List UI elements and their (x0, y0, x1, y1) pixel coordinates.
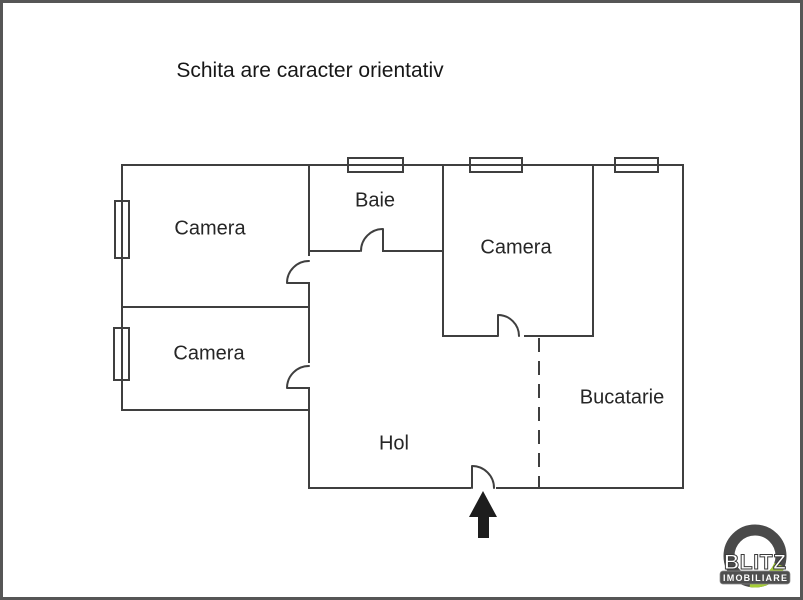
logo-tagline-band (719, 570, 791, 585)
room-label-bucatarie: Bucatarie (579, 386, 665, 409)
window-camera-right (469, 157, 523, 173)
windows-group (113, 157, 659, 381)
logo-brand-text: BLITZ (724, 551, 786, 574)
plan-disclaimer-text: Schita are caracter orientativ (176, 59, 444, 82)
room-label-camera-bottom-left: Camera (173, 342, 245, 365)
room-label-hol: Hol (378, 432, 410, 455)
blitz-logo-graphic: BLITZ IMOBILIARE (719, 524, 791, 588)
door-camera-right (497, 314, 520, 337)
door-entrance (471, 465, 495, 489)
window-left-top (114, 200, 130, 259)
doors-group (286, 228, 520, 489)
window-baie (347, 157, 404, 173)
room-label-camera-top-left: Camera (174, 217, 246, 240)
blitz-logo: BLITZ IMOBILIARE (710, 517, 800, 597)
entrance-arrow-icon (469, 491, 497, 538)
room-label-camera-right: Camera (480, 236, 552, 259)
door-camera-top-left (286, 260, 310, 284)
logo-tagline-text: IMOBILIARE (723, 573, 787, 583)
room-label-baie: Baie (354, 189, 396, 212)
window-bucatarie (614, 157, 659, 173)
window-left-bottom (113, 327, 130, 381)
door-baie (360, 228, 384, 252)
door-camera-bottom-left (286, 365, 310, 389)
